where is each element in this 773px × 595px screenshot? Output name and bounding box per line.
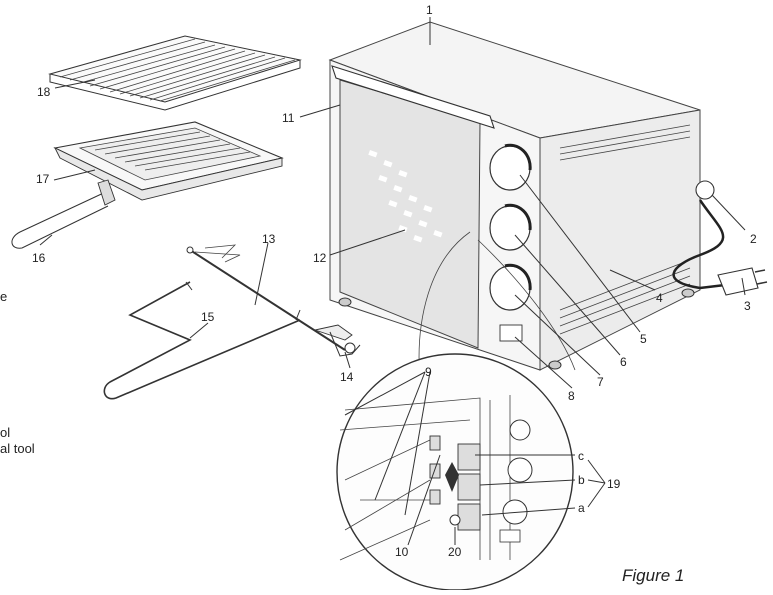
label-8: 8 bbox=[568, 389, 575, 403]
rotisserie-spit bbox=[186, 244, 353, 351]
label-9: 9 bbox=[425, 365, 432, 379]
label-17: 17 bbox=[36, 172, 50, 186]
label-7: 7 bbox=[597, 375, 604, 389]
label-1: 1 bbox=[426, 3, 433, 17]
leader-lines bbox=[39, 17, 746, 546]
label-4: 4 bbox=[656, 291, 663, 305]
label-5: 5 bbox=[640, 332, 647, 346]
label-11: 11 bbox=[282, 111, 295, 125]
label-16: 16 bbox=[32, 251, 46, 265]
cropped-text-e: e bbox=[0, 289, 7, 304]
detail-magnifier bbox=[336, 231, 576, 591]
label-a: a bbox=[578, 501, 585, 515]
label-b: b bbox=[578, 473, 585, 487]
label-14: 14 bbox=[340, 370, 354, 384]
label-20: 20 bbox=[448, 545, 462, 559]
label-6: 6 bbox=[620, 355, 627, 369]
control-knobs bbox=[489, 143, 532, 342]
label-10: 10 bbox=[395, 545, 409, 559]
baking-tray bbox=[53, 121, 284, 201]
figure-caption: Figure 1 bbox=[622, 566, 684, 585]
power-cord bbox=[672, 180, 768, 296]
label-13: 13 bbox=[262, 232, 276, 246]
cropped-text: e ol al tool bbox=[0, 289, 35, 456]
part-labels: 1 2 3 4 5 6 7 8 9 10 11 12 13 14 15 16 1… bbox=[32, 3, 757, 585]
door-handle bbox=[331, 65, 495, 129]
cropped-text-ol: ol bbox=[0, 425, 10, 440]
label-3: 3 bbox=[744, 299, 751, 313]
label-19: 19 bbox=[607, 477, 621, 491]
label-15: 15 bbox=[201, 310, 215, 324]
label-18: 18 bbox=[37, 85, 51, 99]
spit-support bbox=[103, 281, 301, 400]
label-c: c bbox=[578, 449, 584, 463]
tray-handle bbox=[11, 179, 116, 249]
label-2: 2 bbox=[750, 232, 757, 246]
label-12: 12 bbox=[313, 251, 327, 265]
wire-rack bbox=[48, 35, 302, 111]
cropped-text-altool: al tool bbox=[0, 441, 35, 456]
